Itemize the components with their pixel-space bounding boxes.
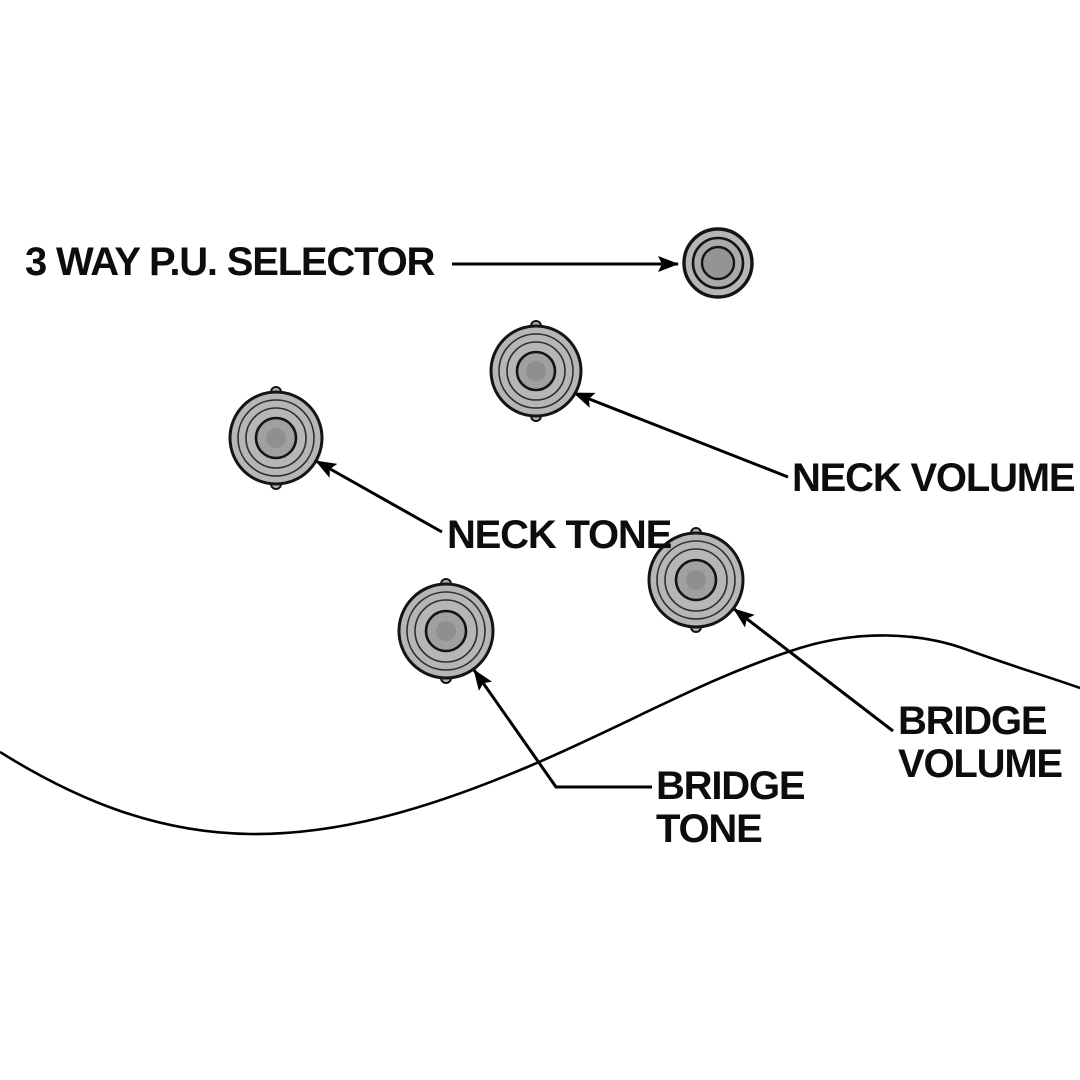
neck-volume-knob — [489, 320, 583, 422]
bridge-tone-label: BRIDGE TONE — [656, 764, 806, 851]
bridge-volume-label-line1: BRIDGE — [898, 699, 1048, 743]
bridge-tone-label-line2: TONE — [656, 807, 763, 851]
neck-tone-label: NECK TONE — [447, 513, 672, 557]
callout-arrows — [315, 256, 894, 789]
bridge-tone-knob — [397, 578, 495, 684]
neck-volume-label: NECK VOLUME — [792, 456, 1076, 500]
bridge-tone-label-line1: BRIDGE — [656, 764, 806, 808]
neck-volume-arrow — [573, 391, 789, 479]
3-way-pickup-selector-knob — [682, 227, 754, 299]
bridge-volume-label: BRIDGE VOLUME — [898, 699, 1063, 786]
bridge-tone-arrow — [472, 669, 652, 789]
bridge-volume-arrow — [733, 607, 894, 733]
neck-tone-knob — [228, 386, 324, 490]
guitar-body-outline — [0, 634, 1080, 836]
bridge-volume-label-line2: VOLUME — [898, 742, 1063, 786]
bridge-volume-knob — [647, 527, 745, 633]
neck-tone-arrow — [315, 459, 443, 534]
selector-label: 3 WAY P.U. SELECTOR — [25, 240, 435, 284]
